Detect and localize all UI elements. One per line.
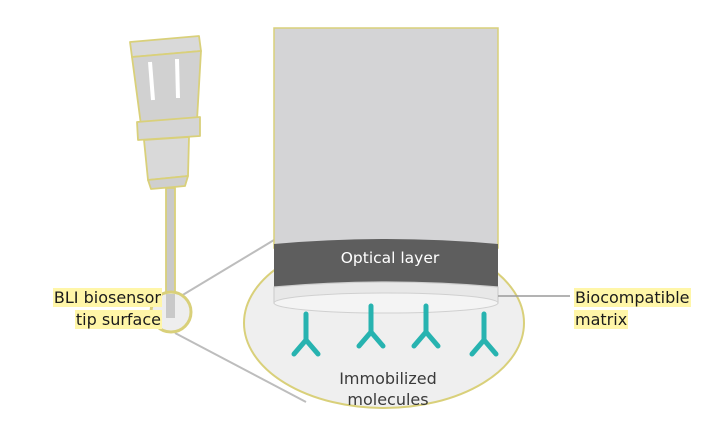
- antibody-icon: [356, 303, 386, 349]
- molecules-label-line1: Immobilized: [339, 369, 437, 388]
- matrix-label-line2: matrix: [574, 310, 629, 329]
- biocompatible-matrix-label: Biocompatible matrix: [574, 287, 714, 331]
- antibody-icon: [291, 311, 321, 357]
- sensor-label-line2: tip surface: [74, 310, 162, 329]
- antibody-group: [291, 303, 499, 357]
- optical-layer-label: Optical layer: [340, 249, 440, 267]
- molecules-label-line2: molecules: [347, 390, 429, 409]
- antibody-icon: [469, 311, 499, 357]
- matrix-label-line1: Biocompatible: [574, 288, 691, 307]
- fiber-column: [273, 27, 499, 249]
- biosensor-tip-label: BLI biosensor tip surface: [2, 287, 162, 331]
- immobilized-molecules-label: Immobilized molecules: [300, 368, 476, 410]
- antibody-icon: [411, 303, 441, 349]
- optical-layer-band: [274, 239, 498, 287]
- biosensor-probe-icon: [129, 35, 202, 309]
- sensor-label-line1: BLI biosensor: [52, 288, 162, 307]
- zoom-connector-lines: [174, 239, 307, 403]
